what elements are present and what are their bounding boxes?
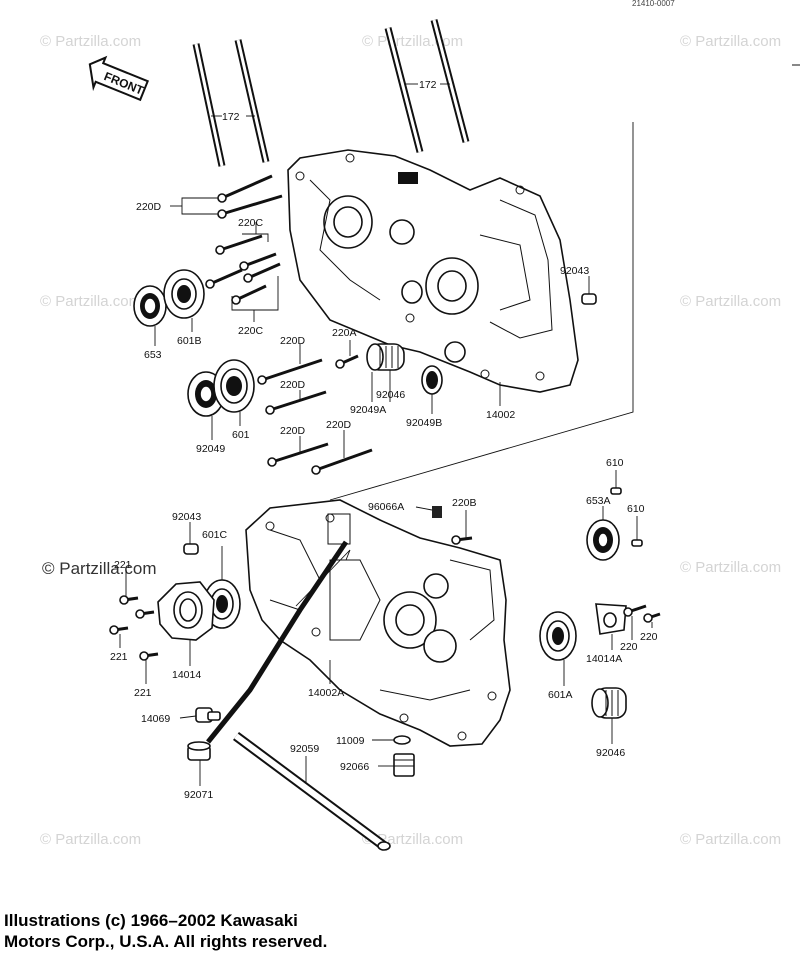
part-label-92071: 92071 bbox=[184, 789, 213, 801]
bolt-220a bbox=[335, 354, 359, 369]
part-label-220d: 220D bbox=[280, 425, 306, 437]
tube-92059 bbox=[233, 731, 391, 851]
screw-221-group bbox=[109, 595, 159, 661]
copyright-line-1: Illustrations (c) 1966–2002 Kawasaki bbox=[4, 911, 298, 930]
part-label-220c: 220C bbox=[238, 325, 264, 337]
copyright-line-2: Motors Corp., U.S.A. All rights reserved… bbox=[4, 932, 328, 951]
stud-172-right bbox=[384, 19, 470, 153]
bearing-601b bbox=[163, 269, 205, 319]
watermark: © Partzilla.com bbox=[680, 559, 781, 576]
part-label-14069: 14069 bbox=[141, 713, 170, 725]
needle-bearing-92046-upper bbox=[366, 343, 405, 371]
watermark: © Partzilla.com bbox=[40, 831, 141, 848]
part-label-601a: 601A bbox=[548, 689, 573, 701]
part-label-92043: 92043 bbox=[172, 511, 201, 523]
oil-seal-653 bbox=[133, 285, 167, 327]
hose-routing-arrow bbox=[295, 549, 351, 607]
part-label-92049b: 92049B bbox=[406, 417, 442, 429]
watermark: © Partzilla.com bbox=[40, 33, 141, 50]
bolt-220-pair bbox=[623, 604, 661, 623]
part-label-172: 172 bbox=[419, 79, 437, 91]
part-label-220a: 220A bbox=[332, 327, 357, 339]
front-arrow: FRONT bbox=[88, 55, 150, 102]
part-label-601b: 601B bbox=[177, 335, 202, 347]
bearing-cover-14014a bbox=[595, 603, 627, 635]
part-label-221: 221 bbox=[114, 559, 132, 571]
bolt-220c-group bbox=[205, 234, 281, 305]
watermark-bold: © Partzilla.com bbox=[42, 559, 157, 578]
part-label-92049: 92049 bbox=[196, 443, 225, 455]
part-label-221: 221 bbox=[110, 651, 128, 663]
plug-92066 bbox=[393, 753, 415, 777]
part-label-220c: 220C bbox=[238, 217, 264, 229]
bearing-cover-14014 bbox=[157, 581, 215, 641]
part-label-610: 610 bbox=[627, 503, 645, 515]
bearing-601a bbox=[539, 611, 577, 661]
washer-11009 bbox=[393, 735, 411, 745]
part-label-220d: 220D bbox=[136, 201, 162, 213]
part-label-14002: 14002 bbox=[486, 409, 515, 421]
fitting-92071 bbox=[187, 741, 211, 761]
part-label-220d: 220D bbox=[280, 379, 306, 391]
breather-hose bbox=[206, 540, 349, 744]
bolt-220d-lower bbox=[267, 442, 373, 475]
part-label-220d: 220D bbox=[326, 419, 352, 431]
bolt-220d-middle bbox=[257, 358, 327, 415]
part-label-601c: 601C bbox=[202, 529, 228, 541]
part-label-92059: 92059 bbox=[290, 743, 319, 755]
part-label-220: 220 bbox=[640, 631, 658, 643]
bolt-220b bbox=[451, 535, 473, 545]
needle-bearing-92046-lower bbox=[591, 687, 627, 719]
dowel-pin-92043-lower bbox=[183, 543, 199, 555]
part-label-653: 653 bbox=[144, 349, 162, 361]
part-label-92046: 92046 bbox=[596, 747, 625, 759]
part-label-96066a: 96066A bbox=[368, 501, 404, 513]
watermark: © Partzilla.com bbox=[680, 293, 781, 310]
part-label-221: 221 bbox=[134, 687, 152, 699]
part-label-601: 601 bbox=[232, 429, 250, 441]
watermark: © Partzilla.com bbox=[680, 831, 781, 848]
diagram-code: 21410-0007 bbox=[632, 0, 675, 8]
part-label-610: 610 bbox=[606, 457, 624, 469]
part-label-14002a: 14002A bbox=[308, 687, 344, 699]
part-label-92066: 92066 bbox=[340, 761, 369, 773]
copyright-notice: Illustrations (c) 1966–2002 Kawasaki Mot… bbox=[4, 910, 327, 952]
part-label-92043: 92043 bbox=[560, 265, 589, 277]
part-label-92049a: 92049A bbox=[350, 404, 386, 416]
bolt-220d-upper bbox=[217, 174, 283, 219]
part-label-11009: 11009 bbox=[336, 735, 365, 747]
fitting-96066a bbox=[432, 506, 442, 518]
part-label-220b: 220B bbox=[452, 497, 477, 509]
assembly-outline bbox=[329, 122, 634, 501]
pin-610-lower bbox=[631, 539, 643, 547]
watermark: © Partzilla.com bbox=[680, 33, 781, 50]
watermark: © Partzilla.com bbox=[40, 293, 141, 310]
pin-610-upper bbox=[610, 487, 622, 495]
bearing-601 bbox=[213, 359, 255, 413]
part-label-14014: 14014 bbox=[172, 669, 201, 681]
stud-172-left bbox=[192, 39, 270, 167]
oil-seal-92049b bbox=[421, 365, 443, 395]
part-label-172: 172 bbox=[222, 111, 240, 123]
elbow-fitting-14069 bbox=[195, 707, 221, 723]
crankcase-upper-14002 bbox=[287, 149, 579, 393]
part-label-14014a: 14014A bbox=[586, 653, 622, 665]
part-label-220d: 220D bbox=[280, 335, 306, 347]
part-label-220: 220 bbox=[620, 641, 638, 653]
part-label-92046: 92046 bbox=[376, 389, 405, 401]
dowel-pin-92043-upper bbox=[581, 293, 597, 305]
oil-seal-653a bbox=[586, 519, 620, 561]
crankcase-lower-14002a bbox=[245, 499, 511, 747]
part-label-653a: 653A bbox=[586, 495, 611, 507]
watermark: © Partzilla.com bbox=[362, 33, 463, 50]
